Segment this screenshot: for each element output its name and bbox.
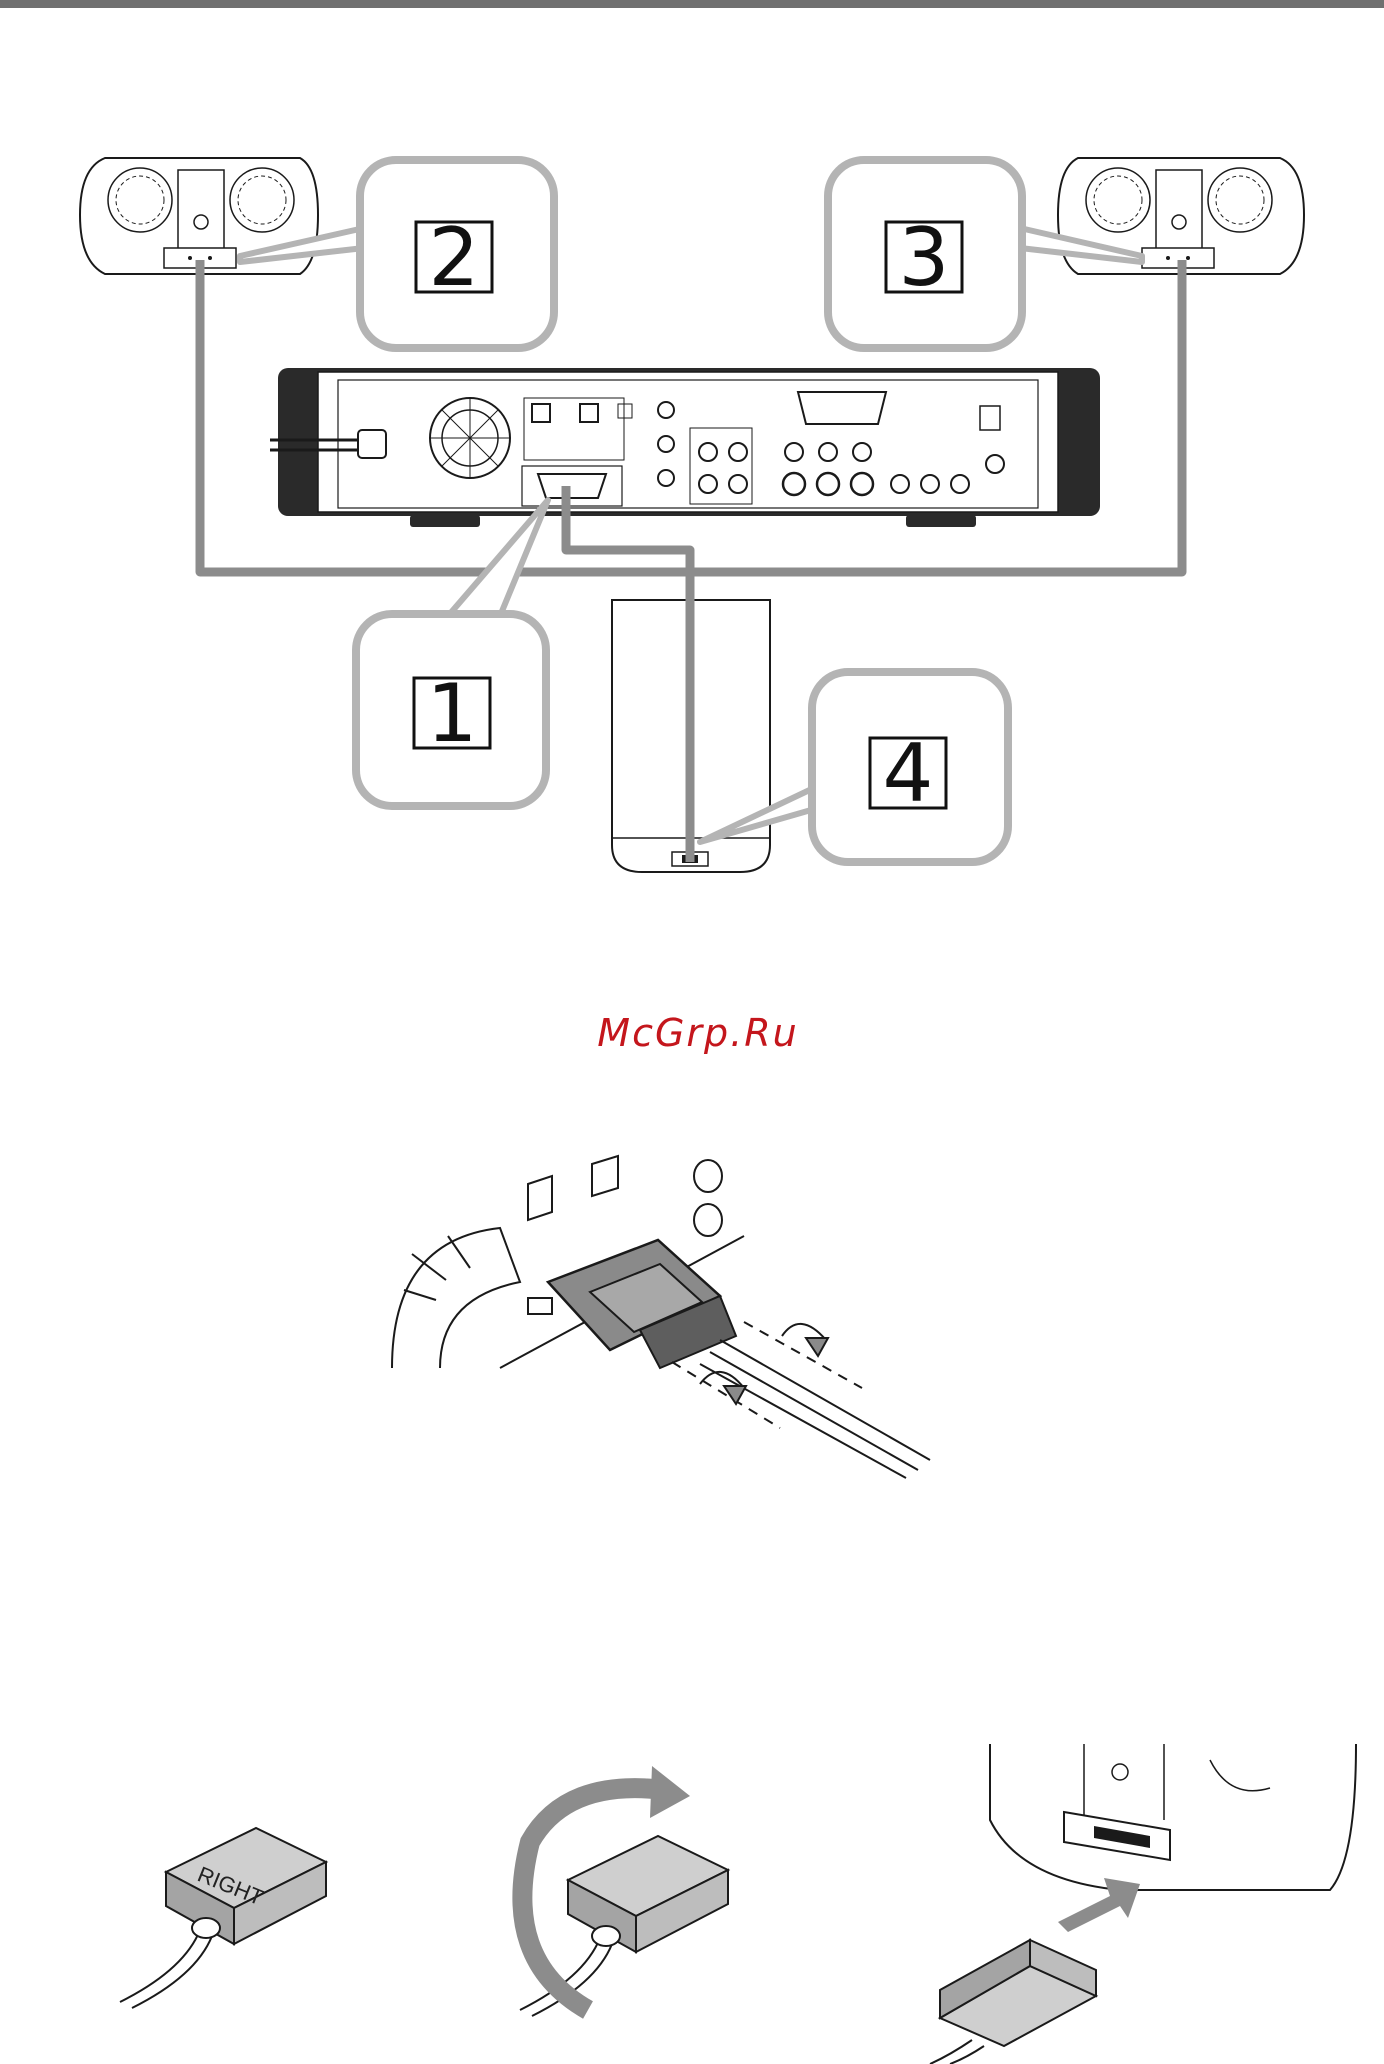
dsub-connector-closeup [392,1156,930,1478]
callout-box-1: 1 [356,500,548,806]
speaker-cables [200,260,1182,862]
connection-diagram: 2 3 1 4 [80,158,1304,872]
plug-step-3 [930,1744,1356,2064]
plug-step-1: RIGHT [120,1828,326,2008]
callout-label-3: 3 [899,211,950,304]
callout-label-2: 2 [429,211,480,304]
callout-label-1: 1 [427,667,478,760]
plug-step-2 [520,1766,728,2016]
callout-label-4: 4 [883,727,934,820]
watermark: McGrp.Ru [597,1011,798,1055]
header-rule [0,0,1384,8]
main-unit-rear-panel [270,368,1100,527]
